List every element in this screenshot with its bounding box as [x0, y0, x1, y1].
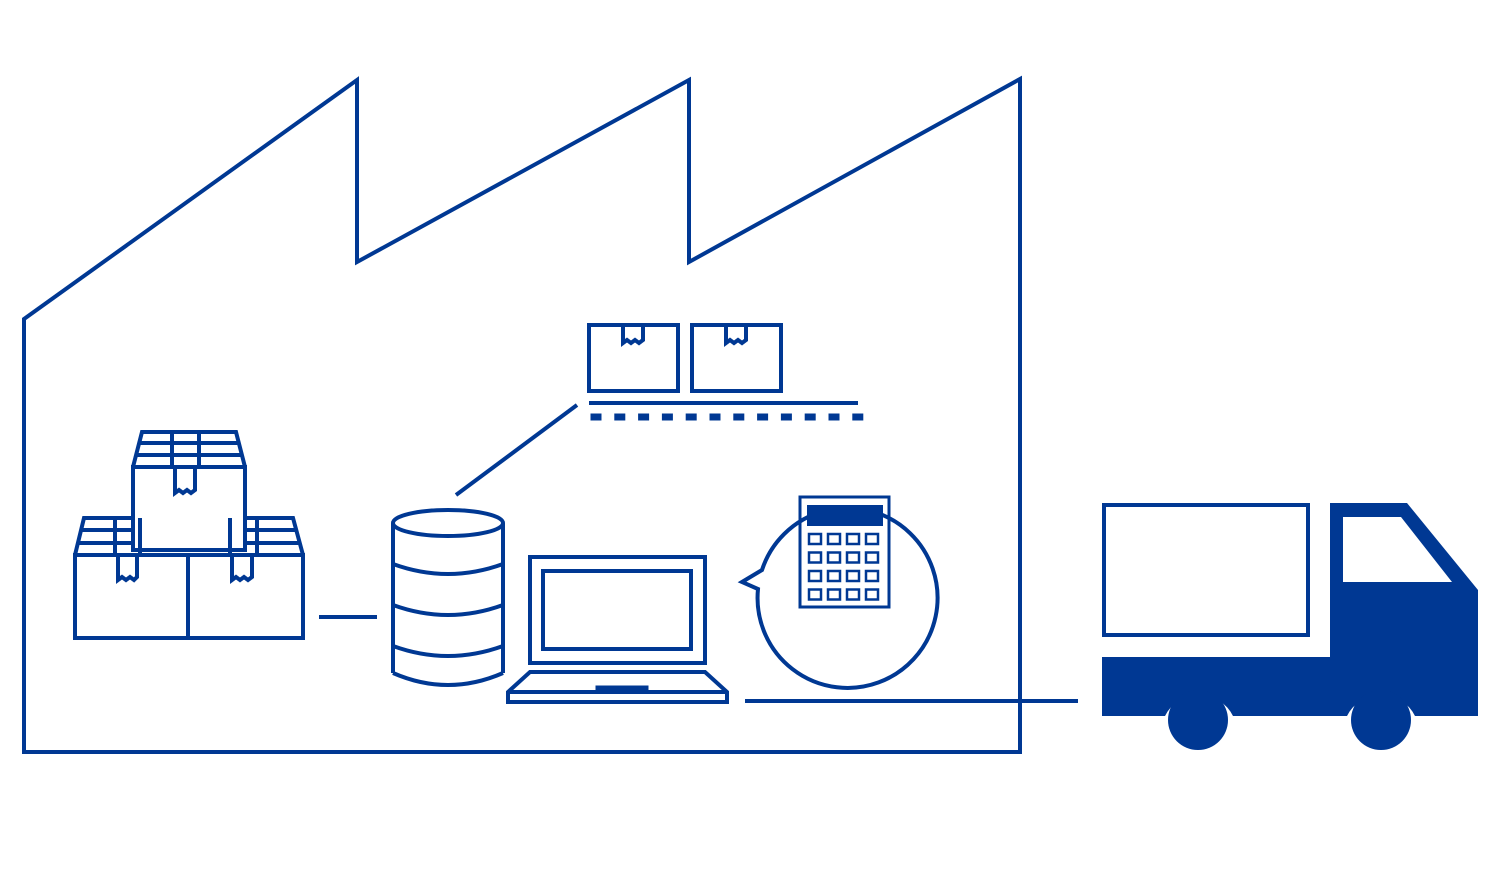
- calculator-key: [864, 532, 880, 546]
- conveyor-rollers: [590, 413, 864, 421]
- calculator-keys: [807, 532, 880, 601]
- conveyor-roller: [780, 413, 792, 421]
- calculator-key: [807, 532, 823, 546]
- laptop-icon: [506, 555, 729, 704]
- conveyor-roller: [828, 413, 840, 421]
- conveyor-roller: [638, 413, 650, 421]
- calculator-key: [864, 551, 880, 564]
- calculator-key: [826, 551, 842, 564]
- calculator-speech-bubble-icon: [737, 495, 940, 690]
- connector-database-conveyor: [454, 403, 579, 497]
- conveyor-roller: [757, 413, 769, 421]
- conveyor-roller: [590, 413, 602, 421]
- calculator-key: [864, 588, 880, 601]
- calculator-key: [845, 532, 861, 546]
- truck-body: [1102, 503, 1478, 716]
- delivery-truck-icon: [1102, 503, 1478, 750]
- calculator-icon: [798, 495, 891, 609]
- truck-wheel-rear: [1168, 690, 1228, 750]
- calculator-key: [826, 532, 842, 546]
- calculator-display: [807, 505, 883, 526]
- box-bottom-right: [186, 516, 305, 640]
- calculator-key: [807, 588, 823, 601]
- database-cylinder-icon: [391, 508, 505, 687]
- calculator-key: [845, 569, 861, 583]
- truck-wheel-front: [1351, 690, 1411, 750]
- laptop-touchpad: [595, 685, 649, 693]
- conveyor-roller: [614, 413, 626, 421]
- calculator-key: [807, 569, 823, 583]
- factory-building-icon: [22, 75, 1022, 754]
- calculator-key: [826, 588, 842, 601]
- conveyor-roller: [709, 413, 721, 421]
- box-top: [131, 430, 247, 552]
- conveyor-roller: [733, 413, 745, 421]
- calculator-key: [807, 551, 823, 564]
- cardboard-boxes-stack-icon: [73, 430, 305, 640]
- conveyor-roller: [804, 413, 816, 421]
- conveyor-with-boxes-icon: [587, 323, 864, 421]
- conveyor-roller: [661, 413, 673, 421]
- calculator-key: [845, 588, 861, 601]
- conveyor-roller: [852, 413, 864, 421]
- truck-window: [1343, 517, 1452, 582]
- calculator-key: [826, 569, 842, 583]
- calculator-key: [845, 551, 861, 564]
- conveyor-roller: [685, 413, 697, 421]
- calculator-key: [864, 569, 880, 583]
